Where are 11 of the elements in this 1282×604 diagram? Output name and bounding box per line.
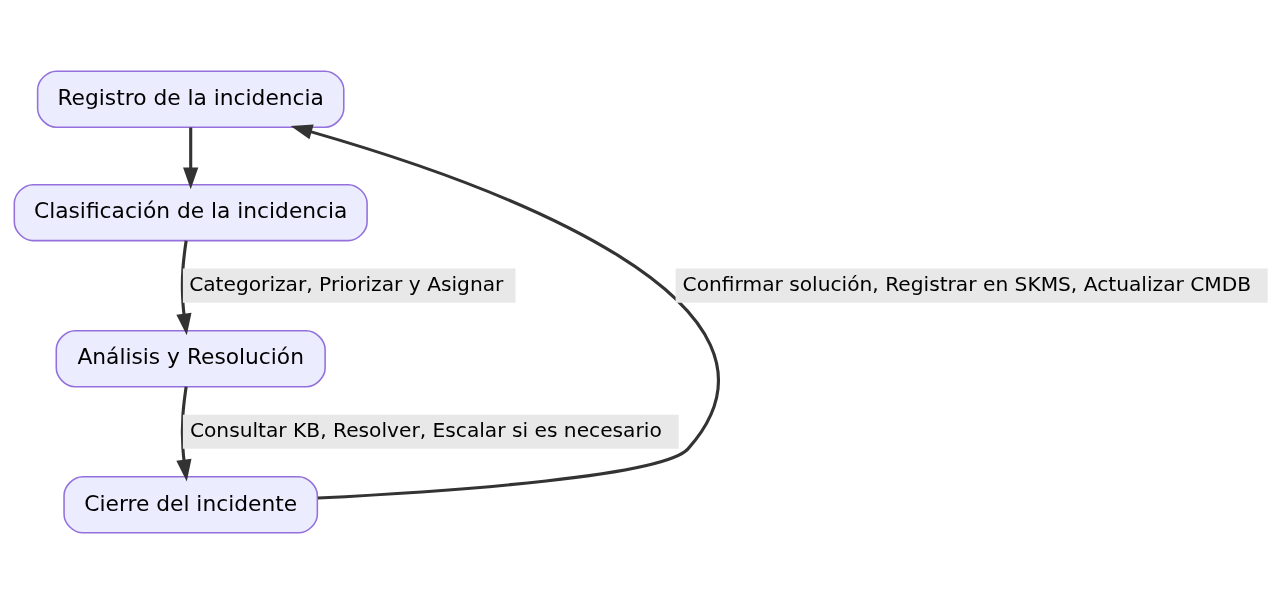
node-box: Clasificación de la incidencia bbox=[13, 183, 368, 242]
arrow bbox=[290, 124, 720, 500]
arrow bbox=[183, 127, 199, 190]
node-box: Análisis y Resolución bbox=[55, 329, 326, 388]
node-box: Cierre del incidente bbox=[63, 476, 319, 534]
edge-label: Consultar KB, Resolver, Escalar si es necesario bbox=[189, 418, 662, 443]
node-box: Registro de la incidencia bbox=[36, 70, 345, 128]
arrow bbox=[176, 240, 192, 336]
arrow bbox=[176, 386, 192, 482]
edge-label: Confirmar solución, Registrar en SKMS, Actualizar CMDB bbox=[682, 271, 1252, 296]
edge-label: Categorizar, Priorizar y Asignar bbox=[189, 271, 504, 296]
